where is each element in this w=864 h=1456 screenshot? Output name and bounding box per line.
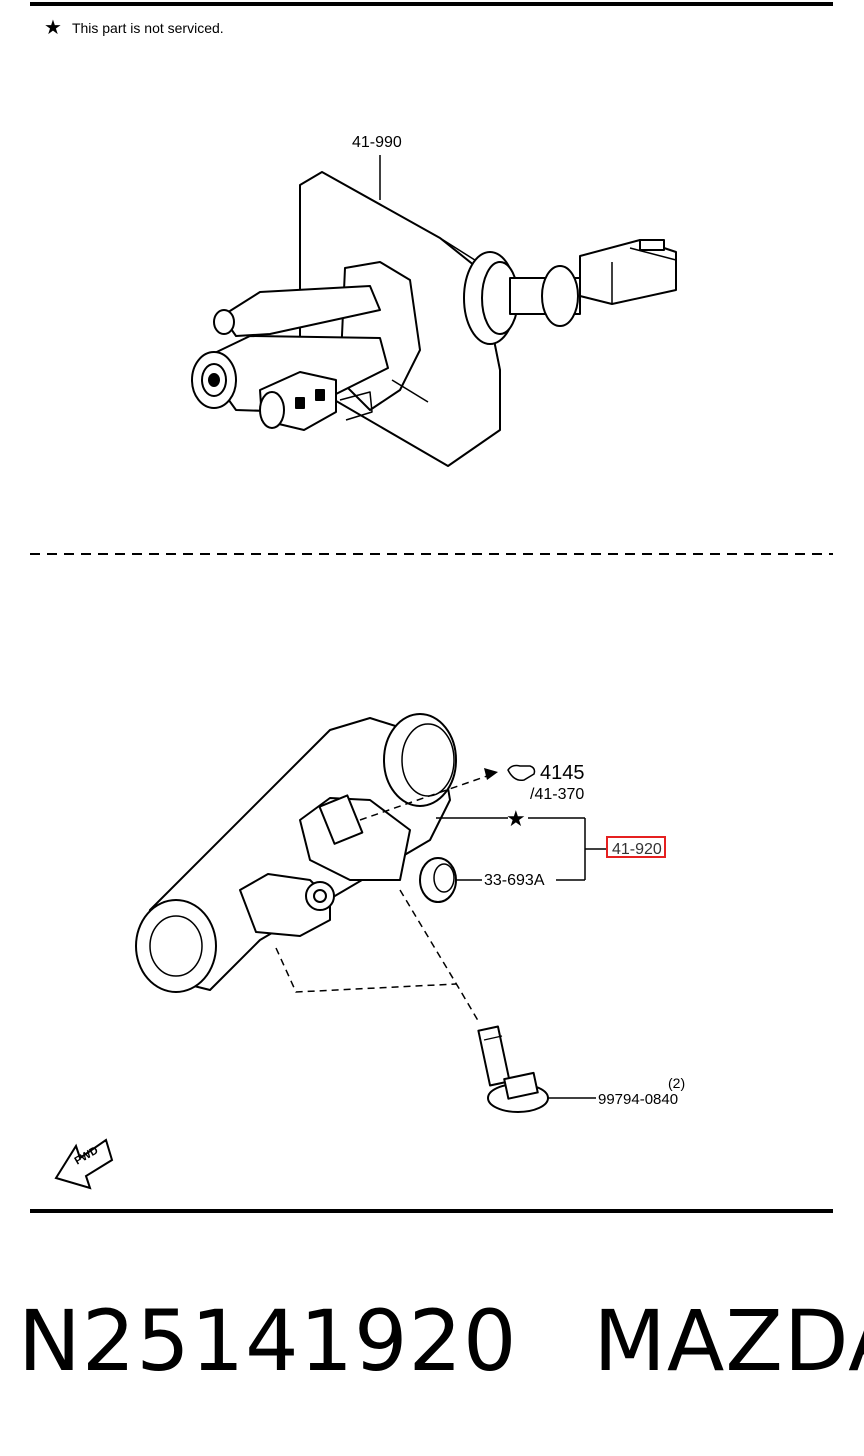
callout-99794-0840[interactable]: 99794-0840 [598, 1091, 679, 1108]
callout-4145[interactable]: 4145 [540, 762, 585, 784]
highlight-box-41-920 [606, 836, 666, 858]
star-icon: ★ [44, 17, 62, 39]
part-number: N25141920 [18, 1292, 518, 1390]
callout-41-920[interactable]: 41-920 [612, 841, 662, 858]
leader-4145 [359, 774, 491, 821]
callout-41-370[interactable]: /41-370 [530, 786, 585, 803]
grommet-part [419, 857, 457, 903]
not-serviced-note: ★ This part is not serviced. [44, 18, 224, 38]
star-icon: ★ [506, 806, 526, 831]
callout-33-693A[interactable]: 33-693A [484, 872, 545, 889]
bolt-quantity: (2) [668, 1075, 686, 1091]
lower-assembly-drawing [135, 713, 549, 1113]
bolt-shank [477, 1025, 511, 1087]
brand-name: MAZDA [593, 1292, 864, 1390]
fwd-arrow-icon [54, 1138, 114, 1190]
top-rule [30, 2, 833, 6]
bottom-rule [30, 1209, 833, 1213]
footer: N25141920 MAZDA [18, 1292, 864, 1390]
ref-symbol-icon [507, 764, 536, 782]
housing-front-opening [135, 899, 217, 993]
vent-tube [221, 285, 381, 337]
callout-41-990[interactable]: 41-990 [352, 134, 402, 151]
note-text: This part is not serviced. [71, 20, 224, 36]
upper-assembly-drawing [191, 155, 677, 467]
housing-rear-ring [383, 713, 457, 807]
lower-callout-leaders [275, 764, 606, 1099]
